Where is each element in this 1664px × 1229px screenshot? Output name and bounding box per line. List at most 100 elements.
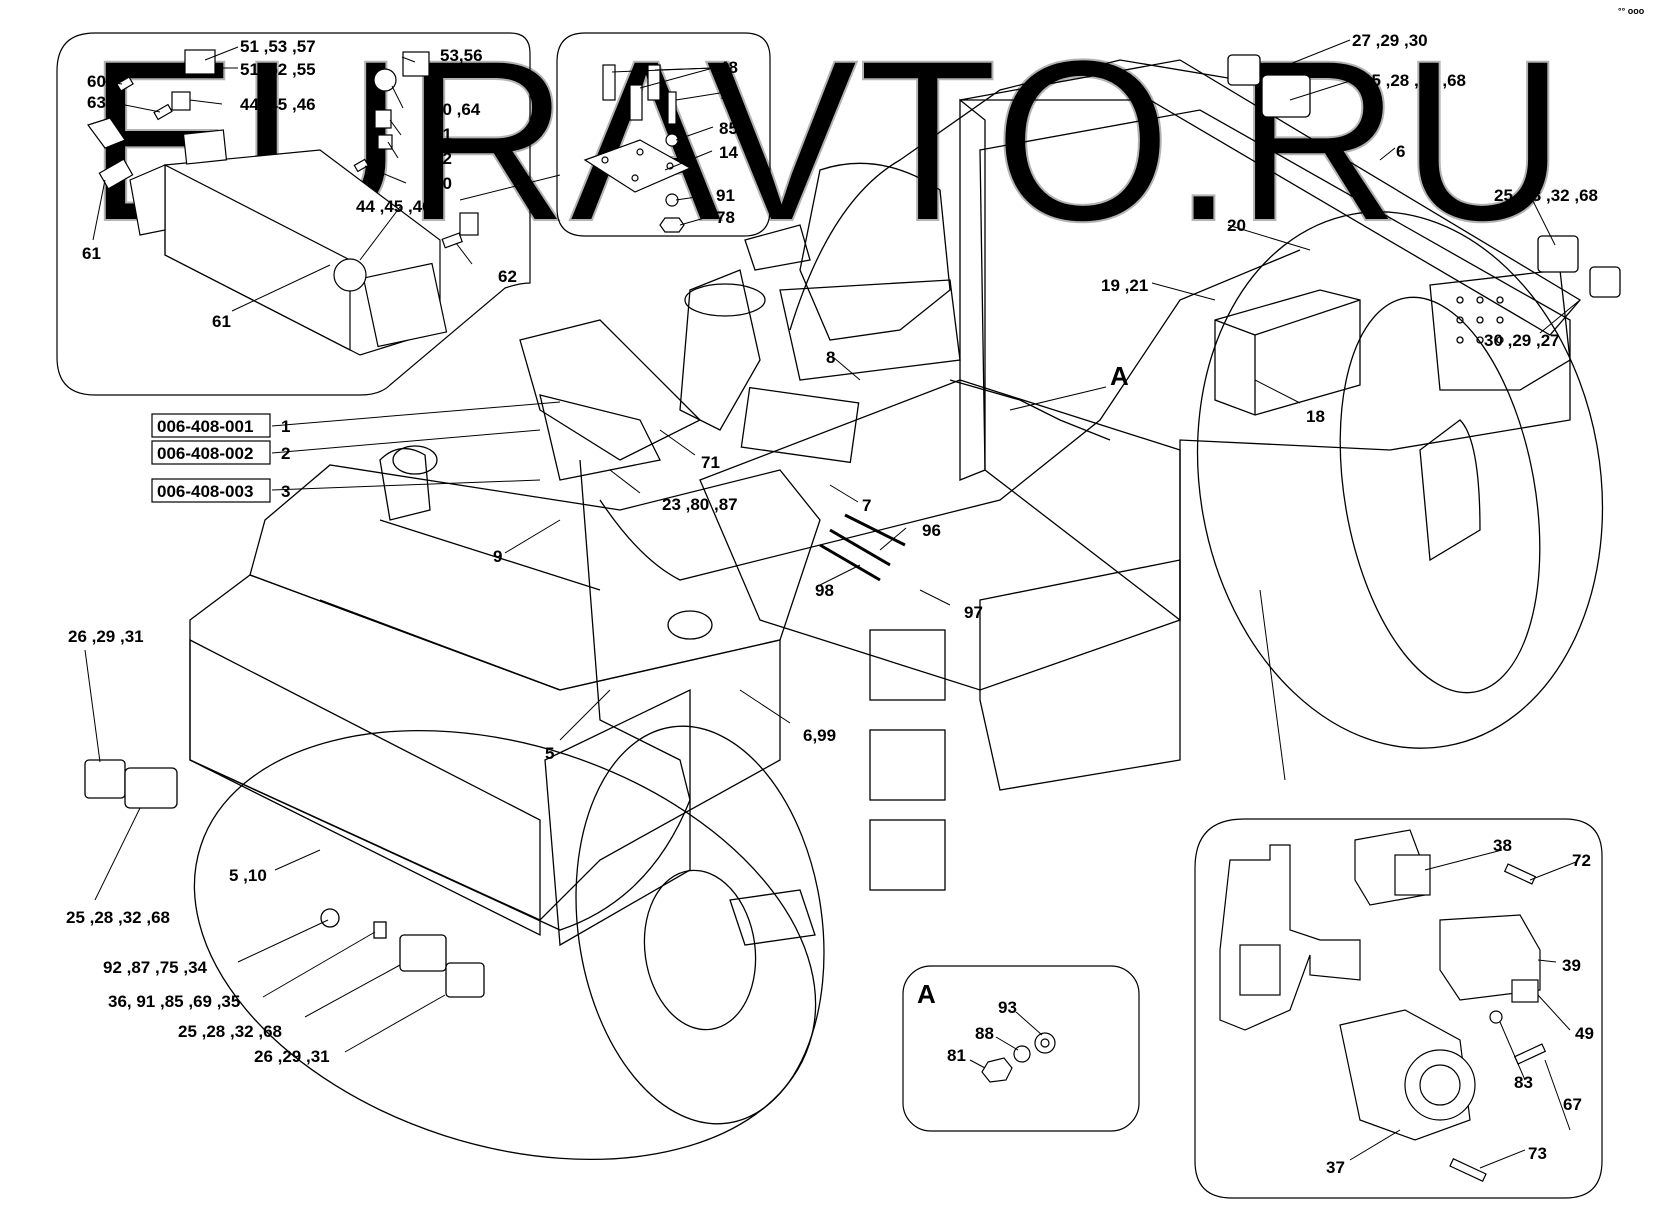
upper-center-detail-parts (583, 64, 692, 233)
center-housing (979, 559, 1181, 791)
callout-6-top: 6 (1396, 142, 1405, 161)
detail-a-frame (902, 965, 1140, 1132)
ignition-switch (333, 258, 367, 292)
label-60-lower (353, 158, 370, 173)
lower-right-detail-frame (1194, 818, 1603, 1199)
label-63 (153, 103, 173, 121)
callout-53-56: 53,56 (440, 46, 483, 65)
callout-62: 62 (498, 267, 517, 286)
callout-92-87-75-34: 92 ,87 ,75 ,34 (103, 958, 208, 977)
callout-93: 93 (998, 998, 1017, 1017)
part-code-2: 006-408-002 (157, 444, 253, 463)
rear-frame (979, 109, 1571, 622)
callout-49: 49 (1575, 1024, 1594, 1043)
front-drum (193, 729, 817, 1161)
rear-top-lamp-b (1261, 74, 1311, 118)
callout-48: 48 (719, 58, 738, 77)
front-right-lamp-a (399, 934, 447, 972)
beacon-cap (320, 908, 340, 928)
callout-85: 85 (719, 119, 738, 138)
callout-26-29-31-right: 26 ,29 ,31 (254, 1047, 330, 1066)
part-code-ref-2: 2 (281, 444, 290, 463)
bracket-plate (1219, 844, 1361, 1031)
callout-61-left: 61 (82, 244, 101, 263)
detail-frames (56, 32, 1603, 1199)
part-code-1: 006-408-001 (157, 417, 253, 436)
nut-81 (981, 1057, 1013, 1083)
main-harness (599, 249, 1301, 581)
callout-25-28-32-68-front-left: 25 ,28 ,32 ,68 (66, 908, 170, 927)
part-code-box-3 (151, 478, 271, 503)
callout-36-91-85-69-35: 36, 91 ,85 ,69 ,35 (108, 992, 240, 1011)
lamps (84, 54, 1621, 998)
screw-73 (1449, 1157, 1487, 1183)
washer-85 (665, 133, 679, 147)
battery (1214, 289, 1361, 416)
part-code-ref-1: 1 (281, 417, 290, 436)
callout-88: 88 (975, 1024, 994, 1043)
console-panel (362, 262, 448, 348)
callout-96: 96 (922, 521, 941, 540)
steering-console (679, 269, 761, 431)
callout-8: 8 (826, 348, 835, 367)
callout-labels: 51 ,53 ,57 51 ,52 ,55 60 63 44 ,45 ,46 5… (66, 31, 1598, 1177)
sensor-48b (629, 84, 643, 121)
screw-72 (1503, 863, 1537, 885)
sensor-48a (602, 64, 616, 101)
front-right-lamp-b (445, 962, 485, 998)
rear-drum-face (1339, 296, 1541, 694)
rear-top-lamp-a (1227, 54, 1261, 86)
switch-51 (184, 49, 216, 75)
callout-70: 70 (719, 84, 738, 103)
callout-83: 83 (1514, 1073, 1533, 1092)
callout-44-45-46-upper: 44 ,45 ,46 (240, 95, 316, 114)
relay-38-block (1394, 854, 1431, 896)
switch-53 (402, 51, 430, 77)
operator-seat (799, 162, 951, 341)
connector-62 (459, 212, 479, 236)
part-code-3: 006-408-003 (157, 482, 253, 501)
rear-drum-bracket (1419, 419, 1481, 562)
callout-20: 20 (1227, 216, 1246, 235)
callout-5: 5 (545, 744, 554, 763)
callout-5-10: 5 ,10 (229, 866, 267, 885)
fuse-box (519, 319, 702, 461)
callout-41: 41 (433, 125, 452, 144)
mounting-plate-14 (583, 139, 692, 193)
callout-42: 42 (433, 149, 452, 168)
relay-panel (539, 394, 661, 481)
detail-a-parts (981, 1032, 1056, 1083)
callout-30-29-27: 30 ,29 ,27 (1484, 331, 1560, 350)
fuse-holder-39 (1439, 914, 1541, 1001)
rocker-41 (374, 109, 392, 129)
section-a-label: A (1110, 361, 1129, 391)
push-button-40 (373, 68, 397, 92)
machine-body (189, 59, 1604, 1161)
spacer-sleeve (373, 921, 387, 939)
callout-7: 7 (862, 496, 871, 515)
washer-83 (1489, 1010, 1503, 1024)
rear-side-plate (1429, 269, 1571, 391)
callout-14: 14 (719, 143, 738, 162)
step-1 (869, 629, 946, 701)
callout-37: 37 (1326, 1158, 1345, 1177)
callout-67: 67 (1563, 1095, 1582, 1114)
electrics-box (740, 386, 860, 464)
label-62 (441, 232, 463, 249)
callout-38: 38 (1493, 836, 1512, 855)
callout-98: 98 (815, 581, 834, 600)
console-side-left (129, 164, 166, 236)
front-drum-hub (643, 869, 757, 1031)
upper-center-detail-frame (556, 32, 771, 237)
key (87, 117, 126, 149)
callout-44-45-46-lower: 44 ,45 ,46 (356, 197, 432, 216)
callout-25-28-32-68-top: 25 ,28 ,32 ,68 (1362, 71, 1466, 90)
step-4 (729, 889, 816, 946)
seat-armrest (744, 224, 811, 271)
front-left-lamp-b (124, 767, 178, 809)
callout-60-upper: 60 (87, 72, 106, 91)
harness-3 (789, 59, 1241, 331)
front-bumper (189, 638, 541, 937)
part-code-list: 006-408-001 1 006-408-002 2 006-408-003 … (151, 413, 290, 503)
